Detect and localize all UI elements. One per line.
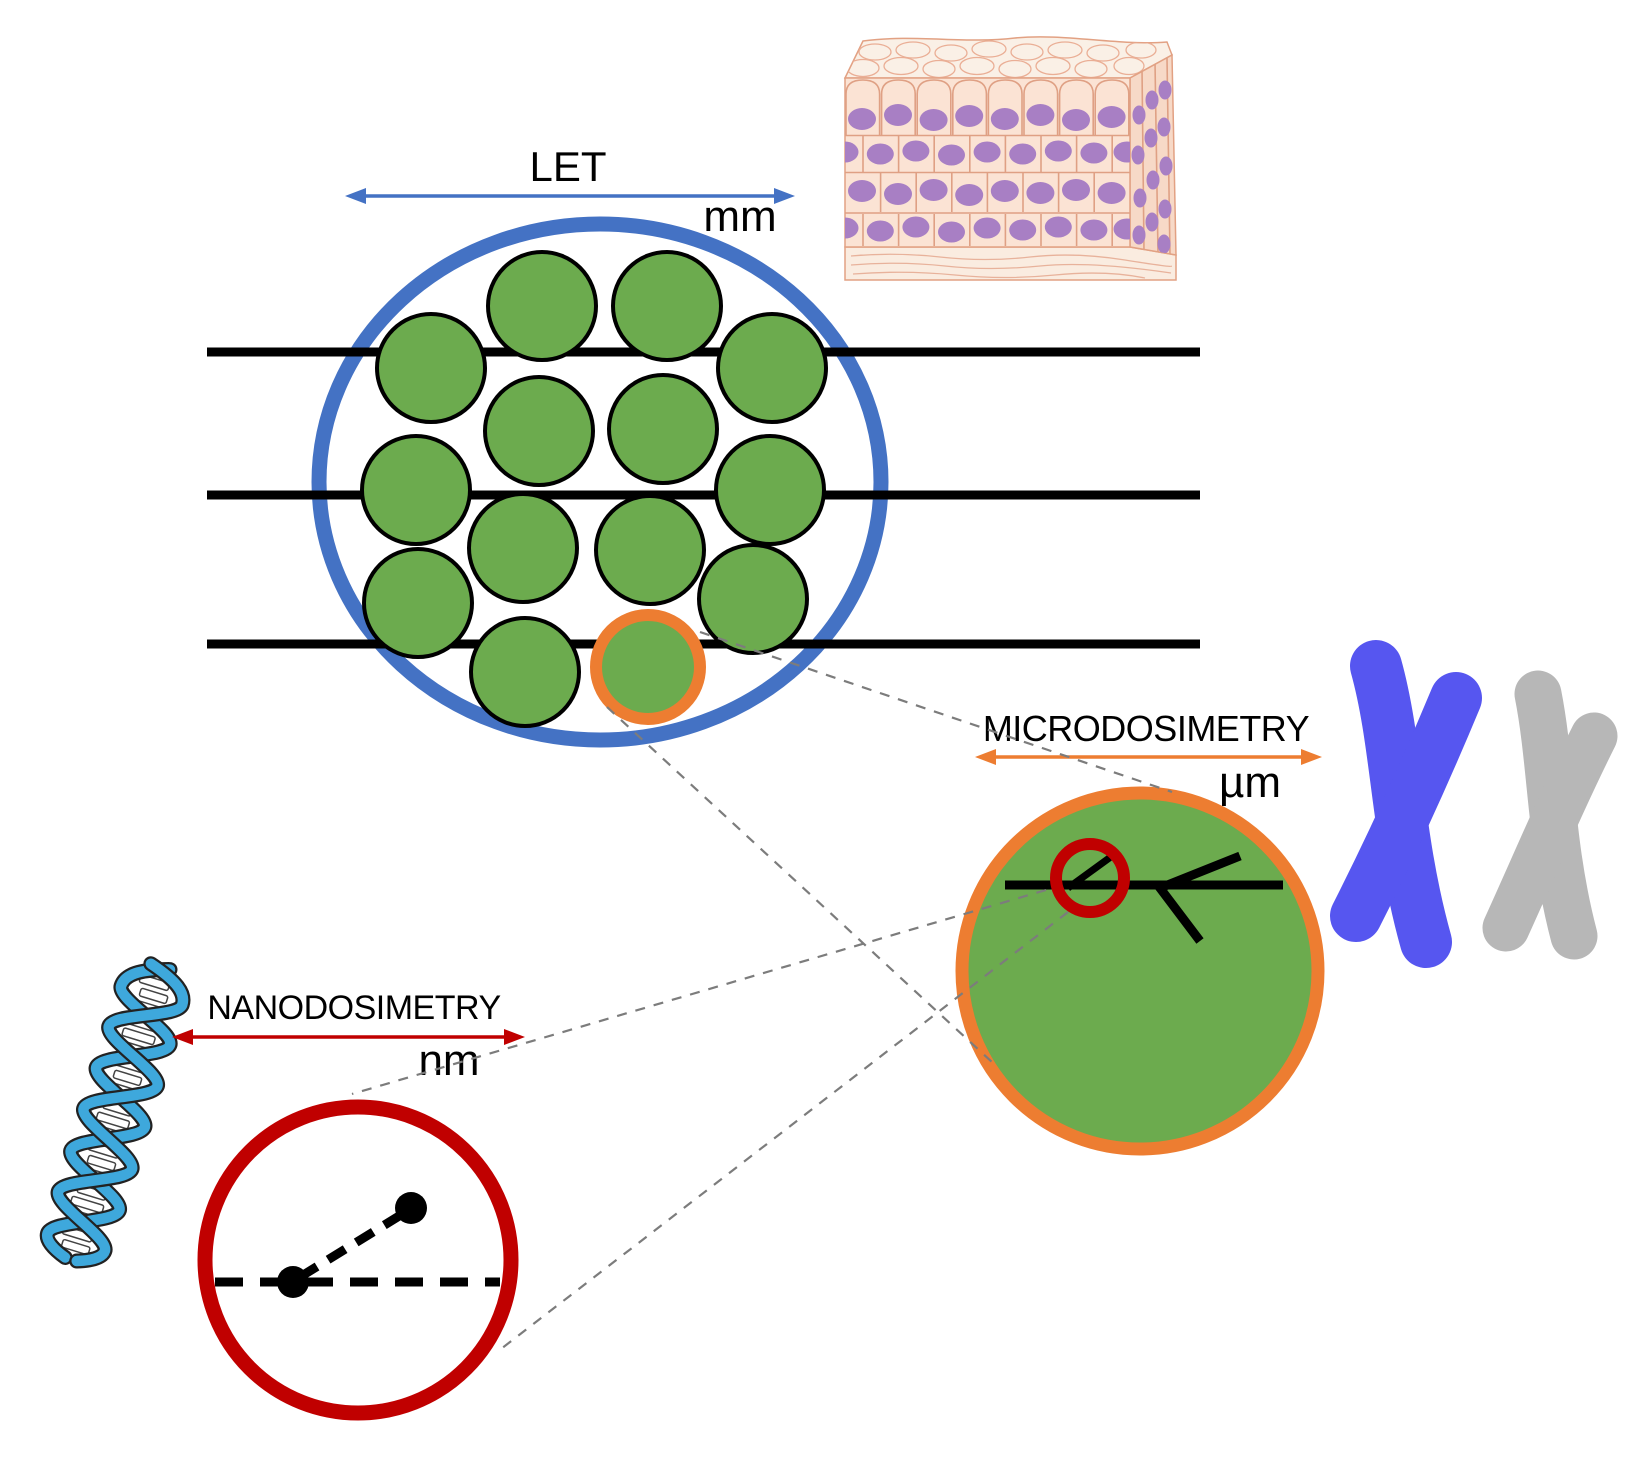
micro-unit-label: µm — [1219, 758, 1281, 807]
cell — [360, 434, 472, 546]
connector-cell-to-micro-bottom — [606, 706, 994, 1064]
cell — [375, 312, 487, 424]
cell — [607, 373, 719, 485]
micro-arrowhead-left — [975, 749, 996, 765]
cell — [697, 543, 809, 655]
nano-circle — [197, 1099, 519, 1421]
cell — [611, 250, 723, 362]
microdosimetry-label: MICRODOSIMETRY — [983, 708, 1310, 749]
micro-arrowhead-right — [1301, 749, 1322, 765]
tissue-front-cells — [845, 79, 1130, 246]
let-scale: LET mm — [345, 143, 795, 241]
connector-ring-to-nano-top — [351, 888, 1047, 1096]
cell-cluster — [360, 250, 828, 728]
highlighted-cell — [590, 609, 706, 725]
cell — [469, 616, 581, 728]
nanodosimetry-volume — [197, 1099, 519, 1421]
nanovolume-ring — [1050, 838, 1130, 918]
microdosimetry-scale: MICRODOSIMETRY µm — [975, 708, 1322, 807]
cell — [716, 312, 828, 424]
ionization-cluster-segment — [297, 1209, 407, 1281]
cell — [486, 250, 598, 362]
zoom-connectors — [351, 630, 1173, 1353]
dna-strand-back — [39, 962, 178, 1266]
ionization-dot-2 — [395, 1192, 427, 1224]
let-arrowhead-left — [345, 188, 366, 204]
nanodosimetry-scale: NANODOSIMETRY nm — [172, 989, 525, 1085]
let-phantom-circle — [311, 216, 889, 748]
connector-ring-to-nano-bottom — [496, 911, 1069, 1353]
delta-ray-branch — [1152, 851, 1242, 944]
nano-unit-label: nm — [418, 1036, 479, 1085]
nanodosimetry-label: NANODOSIMETRY — [207, 989, 500, 1027]
micro-cell-circle — [955, 786, 1325, 1156]
let-label: LET — [529, 143, 606, 190]
dna-helix-icon — [39, 956, 191, 1269]
nano-arrowhead-right — [504, 1029, 525, 1045]
cell — [714, 434, 826, 546]
let-unit-label: mm — [703, 192, 776, 241]
connector-cell-to-micro-top — [699, 630, 1173, 794]
delta-ray-small — [1065, 853, 1115, 891]
chromosome-blue-icon — [1330, 640, 1482, 968]
microdosimetry-cell — [955, 786, 1325, 1156]
cell — [362, 547, 474, 659]
cell — [483, 375, 595, 487]
tissue-block-icon — [843, 36, 1177, 281]
cell — [467, 492, 579, 604]
let-arrowhead-right — [774, 188, 795, 204]
ionization-dot-1 — [277, 1266, 309, 1298]
cell — [594, 494, 706, 606]
dna-strand-front — [50, 956, 191, 1269]
tissue-side-cells — [1131, 57, 1173, 255]
chromosome-gray-icon — [1482, 670, 1618, 960]
nano-arrowhead-left — [172, 1029, 193, 1045]
tissue-top-face — [843, 36, 1173, 79]
